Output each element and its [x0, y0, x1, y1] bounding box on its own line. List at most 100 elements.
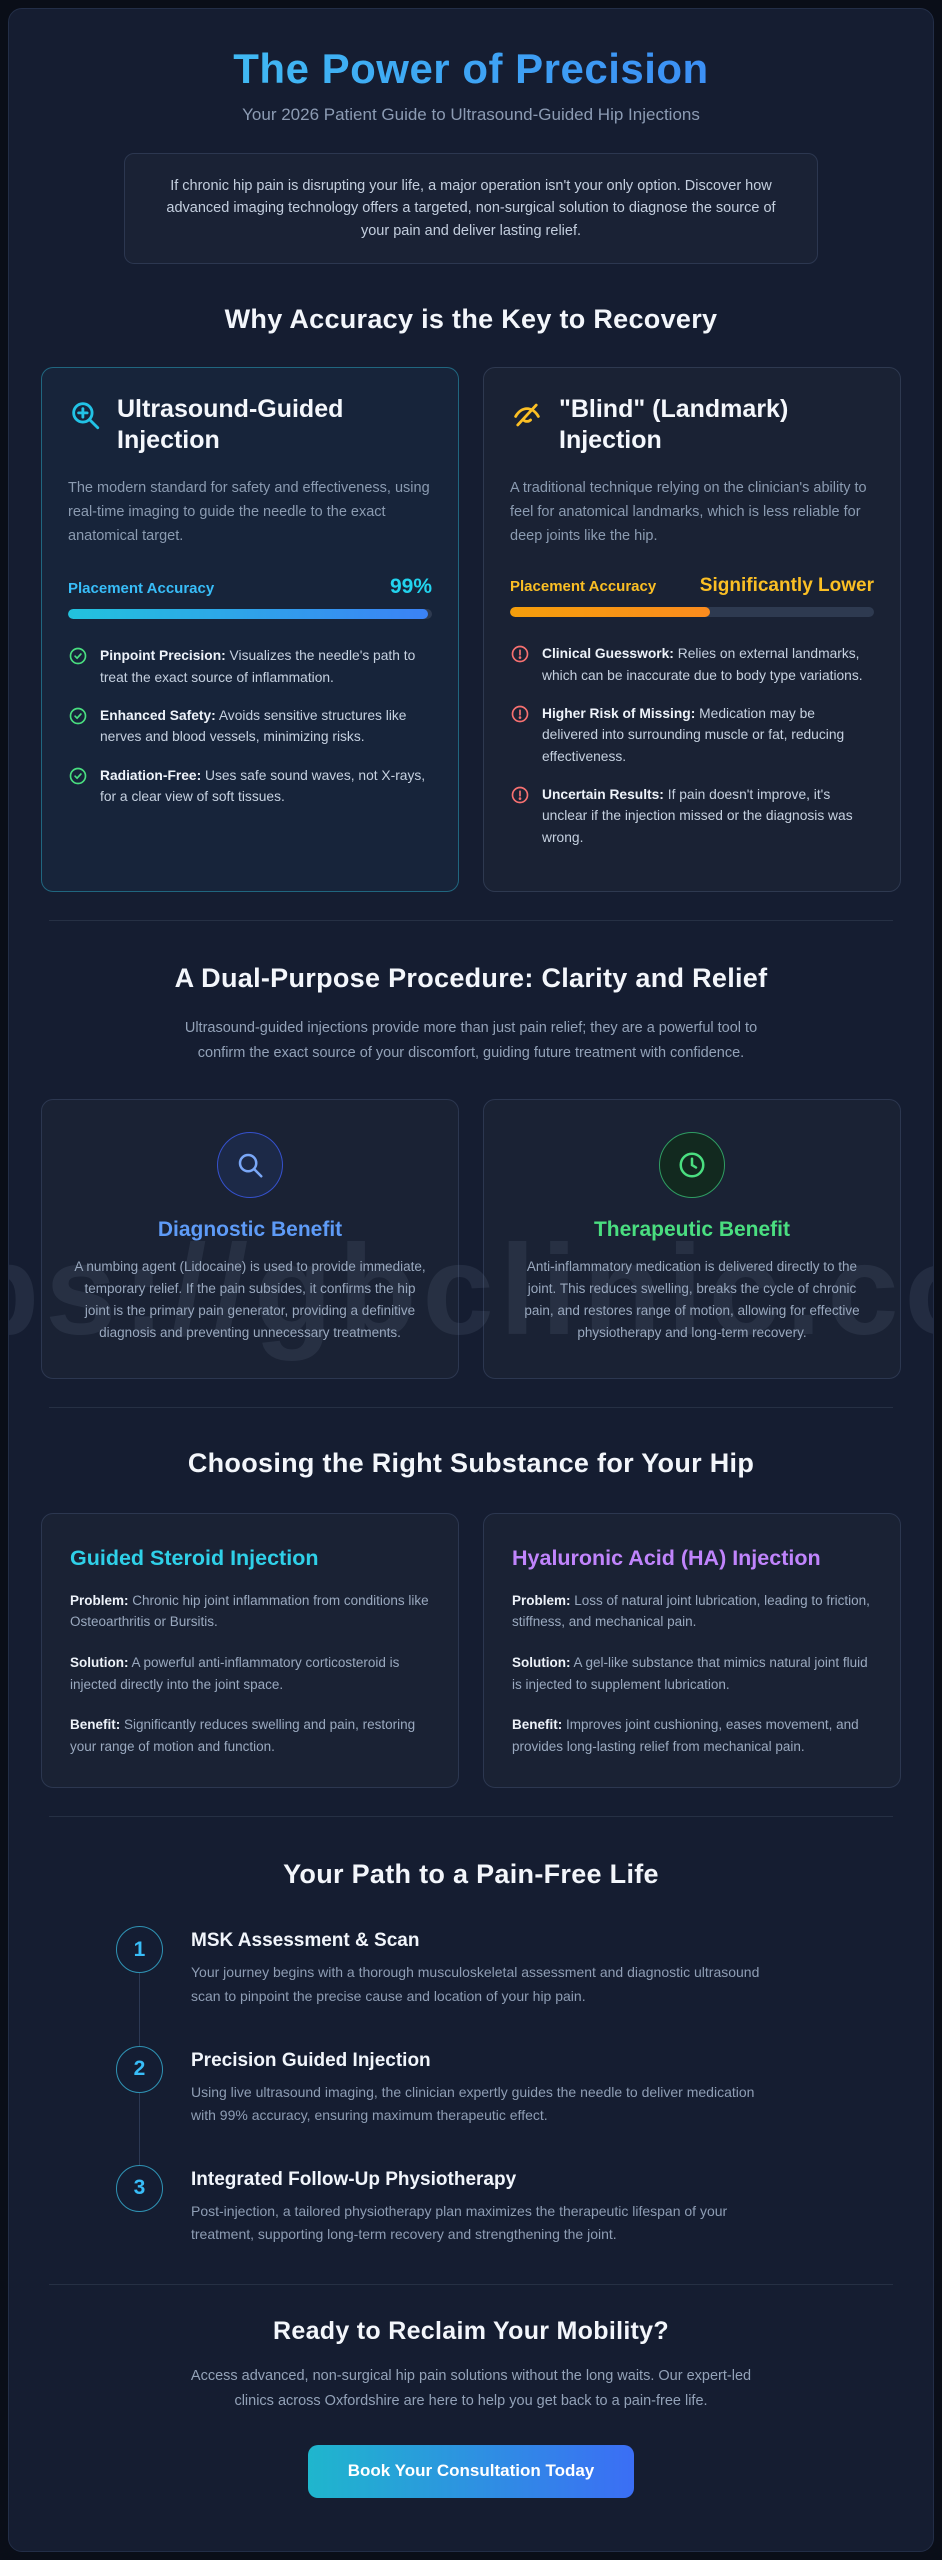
page-card: The Power of Precision Your 2026 Patient…: [8, 8, 934, 2552]
accuracy-value: 99%: [389, 575, 432, 599]
check-circle-icon: [68, 766, 88, 808]
ultrasound-benefits-list: Pinpoint Precision: Visualizes the needl…: [68, 645, 432, 807]
diagnostic-benefit-card: Diagnostic Benefit A numbing agent (Lido…: [41, 1099, 459, 1379]
section-divider: [49, 1406, 893, 1408]
row-text: Improves joint cushioning, eases movemen…: [512, 1717, 859, 1754]
page-subtitle: Your 2026 Patient Guide to Ultrasound-Gu…: [242, 105, 700, 124]
dual-purpose-heading: A Dual-Purpose Procedure: Clarity and Re…: [174, 963, 768, 994]
bullet-lead: Higher Risk of Missing:: [542, 705, 696, 721]
therapeutic-benefit-text: Anti-inflammatory medication is delivere…: [524, 1259, 860, 1341]
row-text: A gel-like substance that mimics natural…: [512, 1655, 868, 1692]
step-text: Your journey begins with a thorough musc…: [191, 1964, 760, 2004]
accuracy-bar-fill: [68, 609, 429, 620]
list-item: Higher Risk of Missing: Medication may b…: [510, 703, 874, 767]
cta-heading: Ready to Reclaim Your Mobility?: [273, 2317, 669, 2346]
accuracy-heading: Why Accuracy is the Key to Recovery: [224, 304, 718, 335]
path-section: Your Path to a Pain-Free Life 1 MSK Asse…: [41, 1859, 901, 2246]
cta-section: Ready to Reclaim Your Mobility? Access a…: [41, 2317, 901, 2498]
dual-purpose-section: A Dual-Purpose Procedure: Clarity and Re…: [41, 963, 901, 1379]
step-title: MSK Assessment & Scan: [191, 1930, 420, 1952]
row-lead: Problem:: [512, 1592, 571, 1608]
bullet-text: If pain doesn't improve, it's unclear if…: [542, 787, 853, 845]
timeline-step-3: 3 Integrated Follow-Up Physiotherapy Pos…: [116, 2164, 826, 2246]
zoom-in-icon: [68, 398, 102, 432]
accuracy-label: Placement Accuracy: [510, 578, 657, 596]
page-title: The Power of Precision: [41, 45, 901, 93]
ultrasound-card-title: Ultrasound-Guided Injection: [117, 395, 344, 454]
blind-card-description: A traditional technique relying on the c…: [510, 480, 867, 545]
book-consultation-button[interactable]: Book Your Consultation Today: [308, 2444, 634, 2498]
timeline: 1 MSK Assessment & Scan Your journey beg…: [116, 1926, 826, 2246]
clock-icon: [659, 1132, 725, 1199]
check-circle-icon: [68, 646, 88, 688]
timeline-step-2: 2 Precision Guided Injection Using live …: [116, 2045, 826, 2127]
diagnostic-benefit-title: Diagnostic Benefit: [157, 1218, 343, 1242]
step-title: Integrated Follow-Up Physiotherapy: [191, 2168, 517, 2190]
diagnostic-benefit-text: A numbing agent (Lidocaine) is used to p…: [74, 1259, 426, 1341]
list-item: Radiation-Free: Uses safe sound waves, n…: [68, 765, 432, 808]
section-divider: [49, 2284, 893, 2286]
step-number-badge: 3: [116, 2164, 163, 2212]
bullet-text: Visualizes the needle's path to treat th…: [100, 648, 416, 685]
bullet-lead: Uncertain Results:: [542, 787, 664, 803]
row-text: Chronic hip joint inflammation from cond…: [70, 1592, 429, 1630]
path-heading: Your Path to a Pain-Free Life: [283, 1859, 659, 1890]
list-item: Uncertain Results: If pain doesn't impro…: [510, 784, 874, 848]
row-lead: Solution:: [512, 1655, 571, 1671]
list-item: Enhanced Safety: Avoids sensitive struct…: [68, 705, 432, 748]
therapeutic-benefit-title: Therapeutic Benefit: [593, 1218, 791, 1242]
step-text: Using live ultrasound imaging, the clini…: [191, 2083, 755, 2123]
ultrasound-card: Ultrasound-Guided Injection The modern s…: [41, 367, 459, 893]
bullet-lead: Pinpoint Precision:: [100, 648, 226, 664]
step-number-badge: 2: [116, 2045, 163, 2093]
bullet-text: Medication may be delivered into surroun…: [542, 705, 845, 764]
accuracy-bar: [68, 609, 432, 620]
accuracy-bar-fill: [510, 607, 711, 618]
accuracy-label: Placement Accuracy: [68, 580, 215, 598]
section-divider: [49, 920, 893, 922]
dual-purpose-intro: Ultrasound-guided injections provide mor…: [184, 1020, 758, 1061]
hyaluronic-card: Hyaluronic Acid (HA) Injection Problem: …: [483, 1512, 901, 1789]
blind-card-title: "Blind" (Landmark) Injection: [559, 395, 789, 454]
intro-box: If chronic hip pain is disrupting your l…: [124, 153, 818, 265]
timeline-step-1: 1 MSK Assessment & Scan Your journey beg…: [116, 1926, 826, 2007]
list-item: Clinical Guesswork: Relies on external l…: [510, 643, 874, 686]
row-text: A powerful anti-inflammatory corticoster…: [70, 1655, 400, 1692]
substance-heading: Choosing the Right Substance for Your Hi…: [187, 1447, 755, 1478]
blind-risks-list: Clinical Guesswork: Relies on external l…: [510, 643, 874, 848]
ultrasound-card-description: The modern standard for safety and effec…: [68, 480, 430, 545]
accuracy-value: Significantly Lower: [699, 575, 874, 597]
row-text: Significantly reduces swelling and pain,…: [70, 1717, 416, 1754]
row-lead: Problem:: [70, 1592, 129, 1608]
alert-circle-icon: [510, 785, 530, 848]
hyaluronic-card-title: Hyaluronic Acid (HA) Injection: [512, 1545, 821, 1570]
bullet-lead: Clinical Guesswork:: [542, 646, 674, 662]
substance-section: Choosing the Right Substance for Your Hi…: [41, 1448, 901, 1789]
accuracy-bar: [510, 607, 874, 618]
row-lead: Benefit:: [512, 1717, 563, 1733]
accuracy-section: Why Accuracy is the Key to Recovery Ultr…: [41, 304, 901, 893]
step-title: Precision Guided Injection: [191, 2049, 431, 2071]
bullet-lead: Enhanced Safety:: [100, 707, 216, 723]
step-number-badge: 1: [116, 1926, 163, 1974]
list-item: Pinpoint Precision: Visualizes the needl…: [68, 645, 432, 688]
cta-text: Access advanced, non-surgical hip pain s…: [190, 2368, 752, 2410]
row-lead: Benefit:: [70, 1717, 121, 1733]
blind-card: "Blind" (Landmark) Injection A tradition…: [483, 367, 901, 893]
bullet-text: Relies on external landmarks, which can …: [542, 646, 863, 683]
therapeutic-benefit-card: Therapeutic Benefit Anti-inflammatory me…: [483, 1099, 901, 1379]
row-text: Loss of natural joint lubrication, leadi…: [512, 1592, 870, 1630]
section-divider: [49, 1816, 893, 1818]
check-circle-icon: [68, 706, 88, 748]
alert-circle-icon: [510, 704, 530, 767]
bullet-lead: Radiation-Free:: [100, 767, 202, 783]
steroid-card: Guided Steroid Injection Problem: Chroni…: [41, 1512, 459, 1789]
search-icon: [217, 1132, 283, 1199]
bullet-text: Uses safe sound waves, not X-rays, for a…: [100, 767, 426, 805]
eye-off-icon: [510, 398, 544, 432]
steroid-card-title: Guided Steroid Injection: [70, 1545, 319, 1570]
bullet-text: Avoids sensitive structures like nerves …: [100, 707, 407, 745]
alert-circle-icon: [510, 644, 530, 686]
row-lead: Solution:: [70, 1655, 129, 1671]
intro-text: If chronic hip pain is disrupting your l…: [166, 178, 776, 239]
